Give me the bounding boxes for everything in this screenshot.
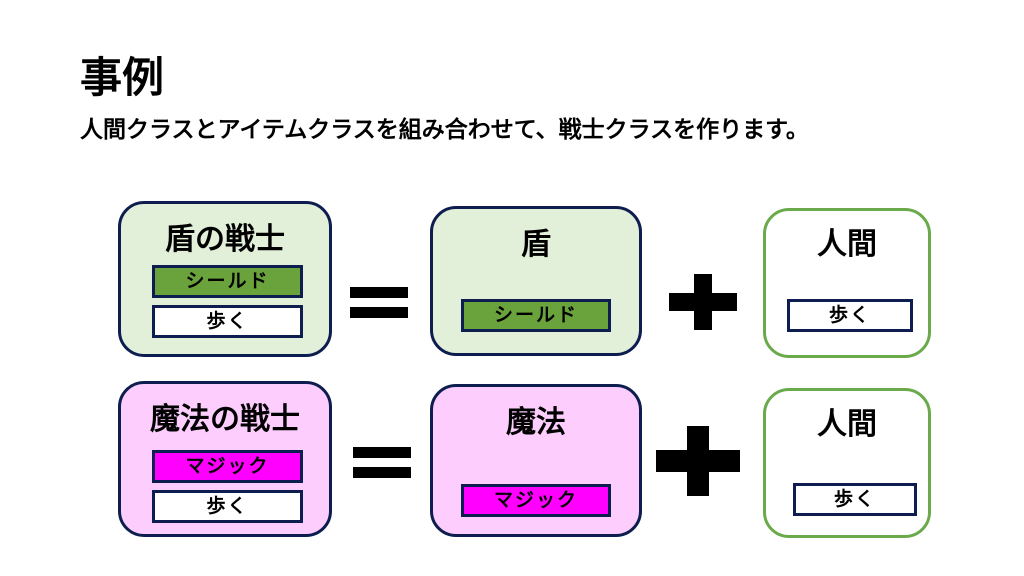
page-title: 事例 (80, 53, 165, 102)
method-walk: 歩く (787, 299, 913, 332)
method-walk: 歩く (793, 483, 917, 516)
human-class-box: 人間 歩く (763, 388, 931, 538)
shield-item-class-box: 盾 シールド (430, 206, 642, 356)
method-walk: 歩く (152, 305, 303, 338)
class-name: 人間 (817, 227, 877, 262)
description: 人間クラスとアイテムクラスを組み合わせて、戦士クラスを作ります。 (80, 117, 809, 143)
equals-icon (350, 287, 408, 319)
method-walk: 歩く (152, 490, 303, 523)
human-class-box: 人間 歩く (763, 208, 931, 358)
magic-warrior-class-box: 魔法の戦士 マジック 歩く (118, 381, 332, 537)
shield-warrior-class-box: 盾の戦士 シールド 歩く (118, 201, 332, 357)
magic-item-class-box: 魔法 マジック (430, 384, 642, 537)
class-name: 人間 (817, 407, 877, 442)
equals-icon (353, 447, 411, 479)
method-magic: マジック (461, 484, 611, 517)
class-name: 魔法 (506, 405, 566, 440)
class-name: 魔法の戦士 (150, 402, 300, 437)
method-shield: シールド (461, 299, 611, 332)
plus-icon (656, 426, 740, 496)
method-shield: シールド (152, 265, 303, 298)
plus-icon (669, 274, 737, 330)
method-magic: マジック (152, 450, 303, 483)
class-name: 盾 (521, 227, 551, 262)
class-name: 盾の戦士 (165, 222, 285, 257)
